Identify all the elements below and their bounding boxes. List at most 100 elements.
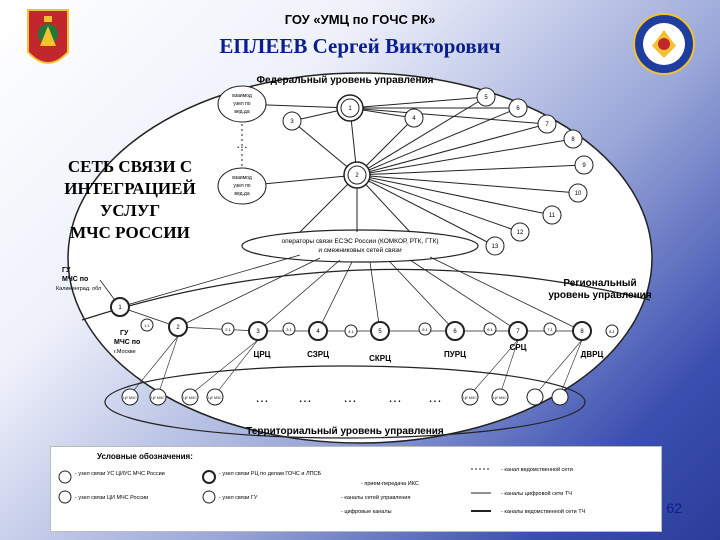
svg-text:ЦУ МЧС: ЦУ МЧС: [183, 396, 197, 400]
svg-text:ЦУ МЧС: ЦУ МЧС: [208, 396, 222, 400]
svg-text:1: 1: [118, 305, 122, 311]
territorial-node: ЦУ МЧС: [461, 388, 479, 406]
regional-small-node: 2.1: [221, 322, 235, 336]
interaction-node-a: взаимод узел по вед.да: [217, 85, 267, 123]
svg-text:7: 7: [545, 122, 549, 128]
svg-text:5: 5: [378, 329, 382, 335]
svg-text:7: 7: [516, 329, 520, 335]
svg-text:1.1: 1.1: [144, 323, 150, 328]
federal-node: 13: [485, 236, 505, 256]
territorial-node: ЦУ МЧС: [149, 388, 167, 406]
federal-node: 5: [476, 87, 496, 107]
svg-text:7.1: 7.1: [547, 327, 553, 332]
territorial-node: ЦУ МЧС: [181, 388, 199, 406]
region-center-label: ЦРЦ: [253, 350, 270, 359]
svg-text:4: 4: [316, 329, 320, 335]
svg-text:1: 1: [348, 106, 352, 112]
svg-text:4.1: 4.1: [348, 329, 354, 334]
svg-text:ГУ: ГУ: [62, 267, 71, 274]
federal-node: 4: [404, 108, 424, 128]
regional-small-node: 7.1: [543, 322, 557, 336]
author-name: ЕПЛЕЕВ Сергей Викторович: [219, 34, 501, 58]
page-number: 62: [666, 500, 682, 516]
svg-text:2: 2: [176, 325, 180, 331]
svg-text:…: …: [298, 389, 312, 405]
operators-line-1: операторы связи ЕСЭС России (КОМКОР, РТК…: [281, 238, 438, 245]
svg-text:ЦУ МЧС: ЦУ МЧС: [493, 396, 507, 400]
regional-small-node: 5.1: [418, 322, 432, 336]
regional-small-node: 1.1: [140, 318, 154, 332]
territorial-node: ЦУ МЧС: [206, 388, 224, 406]
federal-level-label: Федеральный уровень управления: [257, 75, 434, 86]
svg-text:взаимод: взаимод: [232, 93, 252, 99]
svg-text:9: 9: [582, 163, 586, 169]
legend-panel: Условные обозначения: - узел связи УС ЦИ…: [50, 446, 662, 532]
legend-item: - узел связи ГУ: [219, 495, 258, 501]
svg-text:ГУ: ГУ: [120, 330, 129, 337]
gu-label-kaliningrad: ГУ МЧС по Калининград. обл: [56, 267, 101, 292]
svg-text:2: 2: [355, 173, 359, 179]
coat-of-arms-left-icon: [27, 9, 69, 64]
region-center-label: СКРЦ: [369, 354, 391, 363]
side-title-line-3: УСЛУГ: [100, 201, 160, 220]
legend-svg: Условные обозначения: - узел связи УС ЦИ…: [58, 452, 586, 515]
federal-node: 9: [574, 155, 594, 175]
federal-node: 10: [568, 183, 588, 203]
svg-text:…: …: [343, 389, 357, 405]
region-center-label: ДВРЦ: [581, 350, 604, 359]
federal-node: 3: [282, 111, 302, 131]
svg-text:6: 6: [453, 329, 457, 335]
svg-text:8: 8: [580, 329, 584, 335]
side-title-line-4: МЧС РОССИИ: [70, 223, 190, 242]
territorial-links: [129, 335, 583, 396]
federal-nodes: 1 2 3 4 5 6 7 8 9 10 11 12 13: [282, 87, 594, 256]
operators-ellipse: [241, 229, 479, 263]
regional-small-nodes: 1.1 2.1 3.1 4.1 5.1 6.1 7.1 8.1: [140, 318, 619, 338]
federal-node: 7: [537, 114, 557, 134]
federal-node: 2: [343, 161, 371, 189]
organization-title: ГОУ «УМЦ по ГОЧС РК»: [284, 12, 436, 27]
svg-text:…: …: [388, 389, 402, 405]
legend-item: - канал ведомственной сети: [501, 466, 573, 473]
federal-node: 1: [336, 94, 364, 122]
svg-text:8.1: 8.1: [609, 329, 615, 334]
svg-text:…: …: [255, 389, 269, 405]
side-title-line-2: ИНТЕГРАЦИЕЙ: [64, 179, 195, 198]
svg-text:8: 8: [571, 137, 575, 143]
legend-item: - узел связи УС ЦИУС МЧС России: [75, 471, 165, 477]
svg-text:ЦУ МЧС: ЦУ МЧС: [151, 396, 165, 400]
legend-item: - прием-передача ИКС: [361, 481, 419, 487]
regional-nodes: 1 2 3 4 5 6 7 8: [110, 297, 592, 341]
svg-text:12: 12: [517, 230, 524, 236]
federal-node: 11: [542, 205, 562, 225]
svg-text:3: 3: [256, 329, 260, 335]
svg-text:взаимод: взаимод: [232, 175, 252, 181]
gu-label-moscow: ГУ МЧС по г.Москве: [114, 330, 140, 355]
ellipsis-federal: …: [236, 137, 248, 151]
region-center-label: ПУРЦ: [444, 350, 466, 359]
svg-text:11: 11: [549, 213, 556, 219]
federal-node: 6: [508, 98, 528, 118]
svg-text:МЧС по: МЧС по: [62, 276, 88, 283]
svg-text:Калининград. обл: Калининград. обл: [56, 286, 101, 292]
svg-text:вед.да: вед.да: [234, 109, 249, 115]
svg-text:6: 6: [516, 106, 520, 112]
regional-node: 8: [572, 321, 592, 341]
svg-text:5: 5: [484, 95, 488, 101]
svg-text:узел по: узел по: [233, 101, 250, 107]
territorial-nodes: ЦУ МЧС ЦУ МЧС ЦУ МЧС ЦУ МЧС ЦУ МЧС ЦУ МЧ…: [121, 388, 509, 406]
interaction-node-b: взаимод узел по вед.да: [217, 167, 267, 205]
mchs-emblem-right-icon: [633, 13, 695, 75]
legend-item: - каналы ведомственной сети ТЧ: [501, 508, 586, 515]
side-title-line-1: СЕТЬ СВЯЗИ С: [68, 157, 192, 176]
legend-item: - узел связи ЦИ МЧС России: [75, 495, 148, 501]
svg-text:ЦУ МЧС: ЦУ МЧС: [123, 396, 137, 400]
svg-text:6.1: 6.1: [487, 327, 493, 332]
regional-node: 5: [370, 321, 390, 341]
legend-item: - каналы цифровой сети ТЧ: [501, 490, 572, 497]
regional-small-node: 4.1: [344, 324, 358, 338]
legend-title: Условные обозначения:: [97, 452, 193, 461]
svg-text:3: 3: [290, 119, 294, 125]
territorial-level-label: Территориальный уровень управления: [246, 426, 444, 437]
